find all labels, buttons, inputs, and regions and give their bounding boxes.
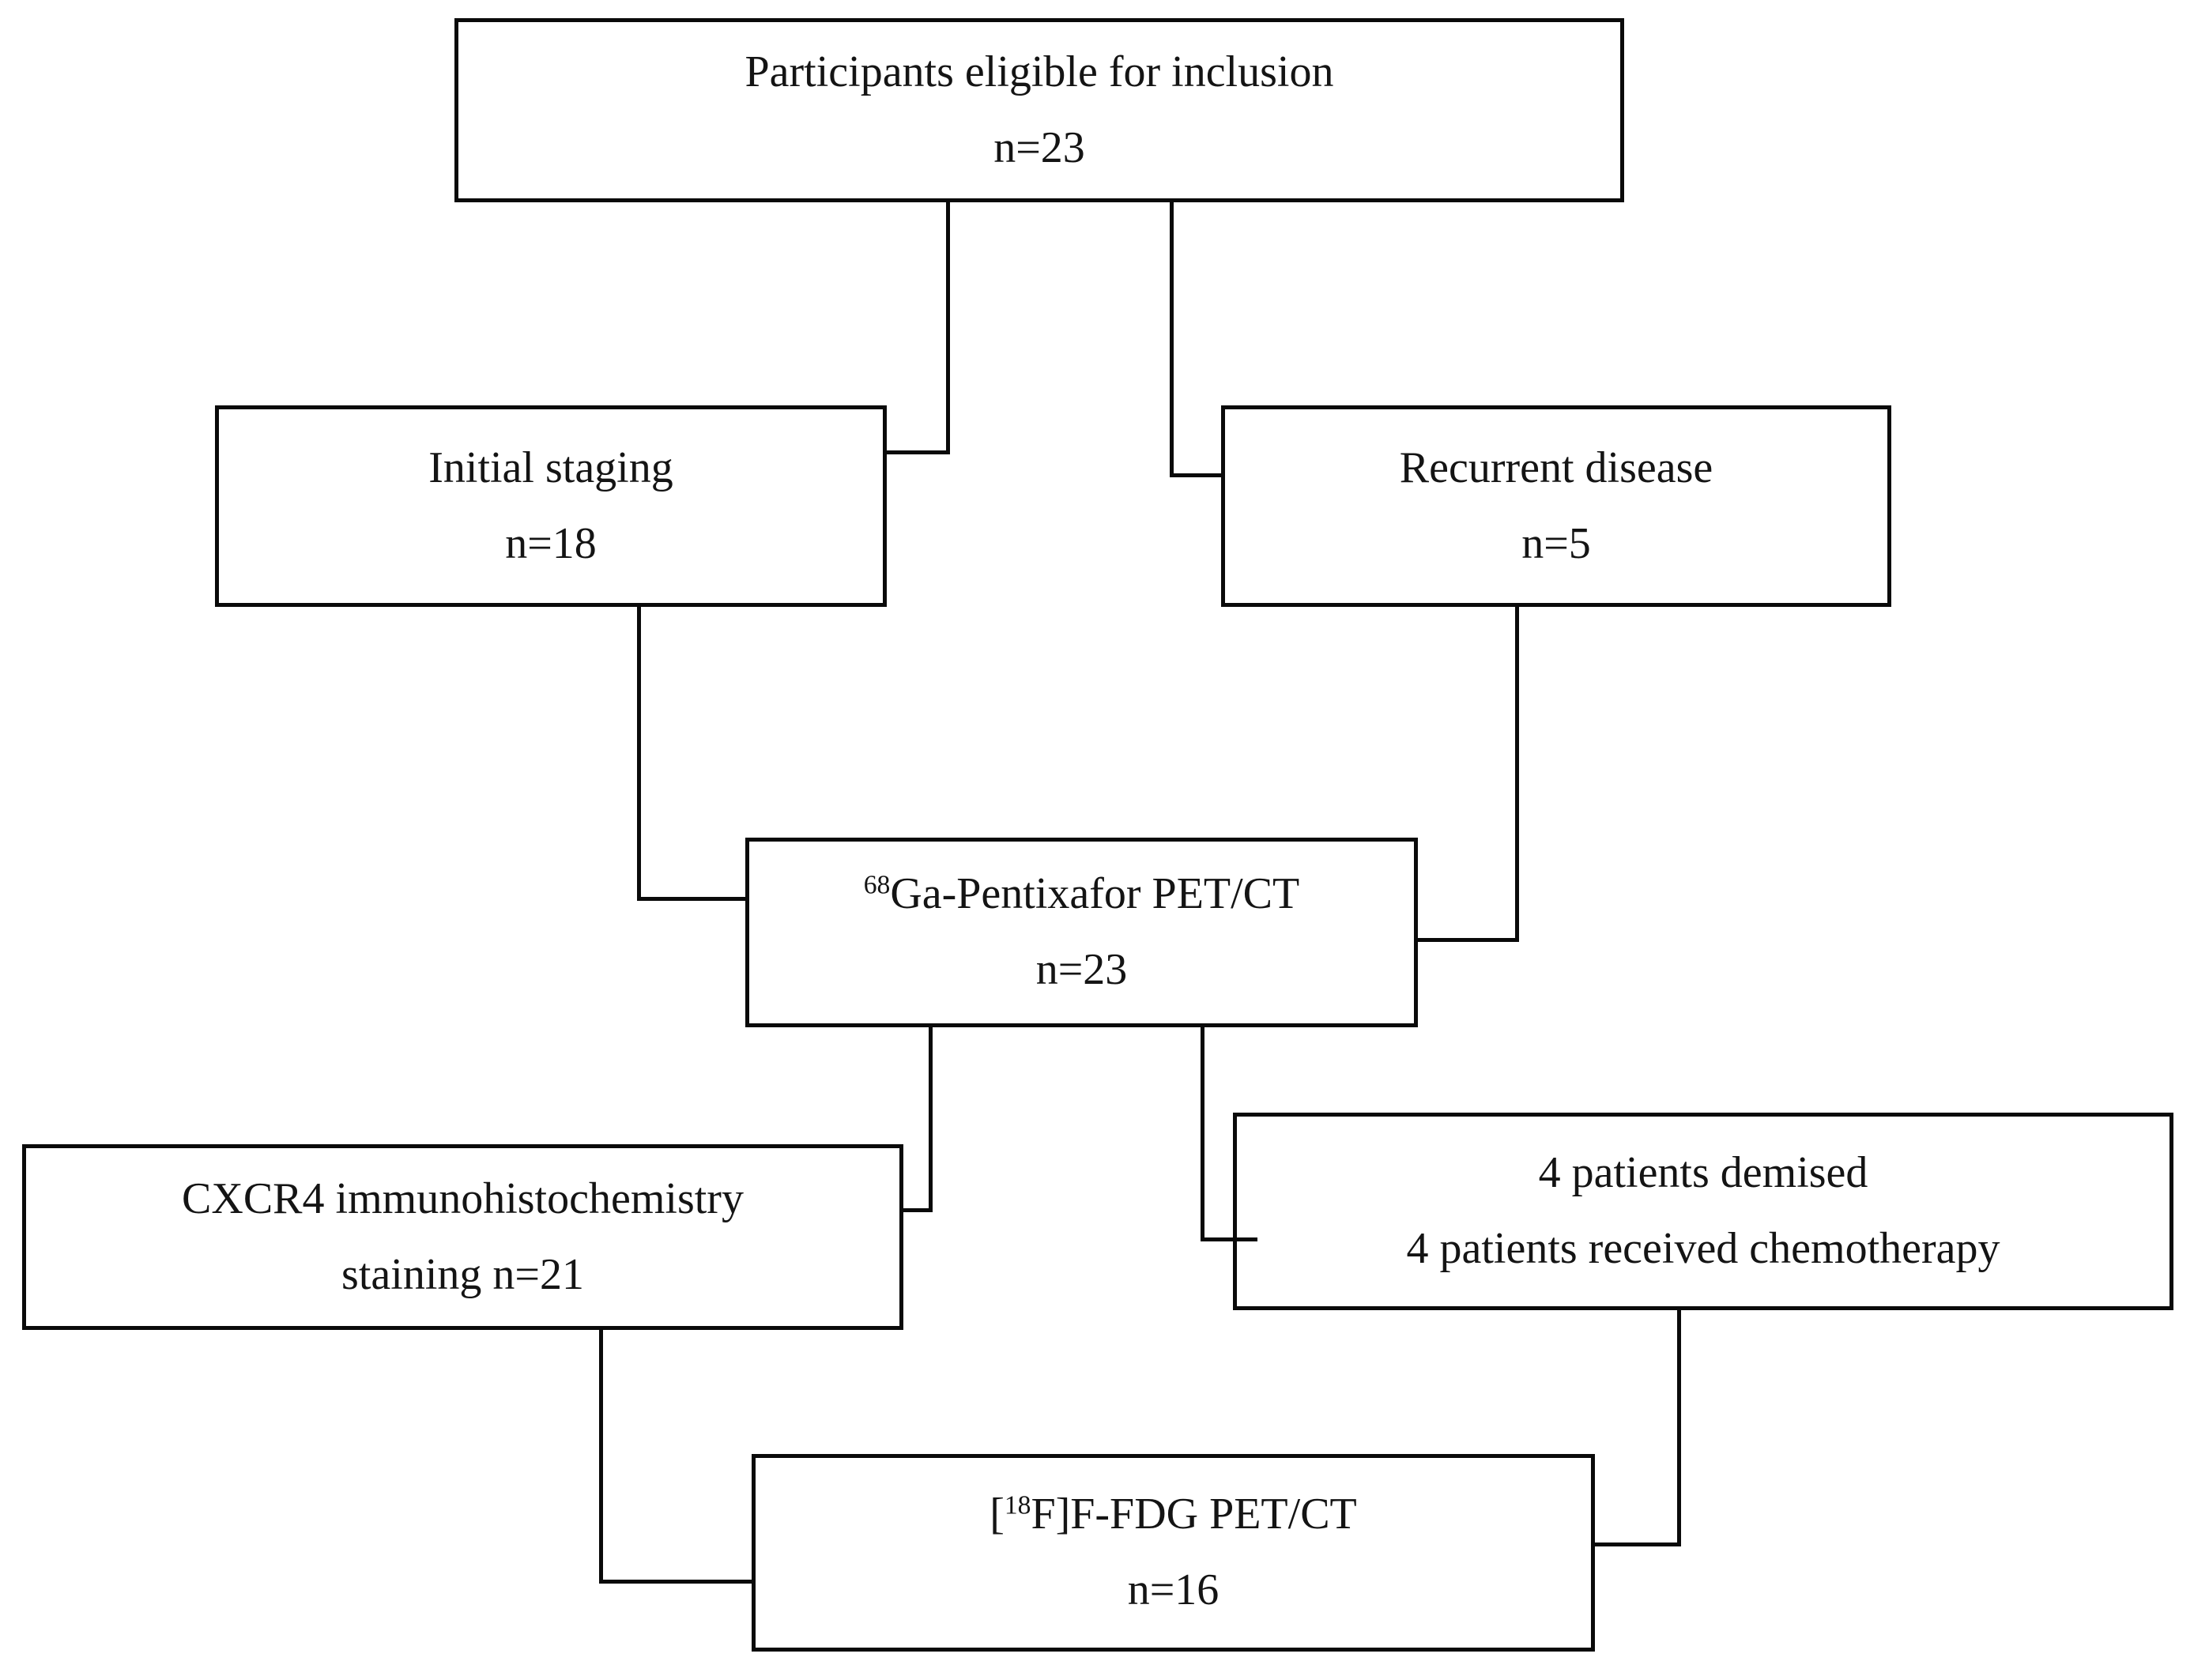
connector-pentixafor-to-attrition-horizontal xyxy=(1201,1237,1257,1241)
box-attrition-line1: 4 patients demised xyxy=(1538,1148,1868,1198)
box-count: n=16 xyxy=(1127,1565,1220,1614)
flow-box-cxcr4-ihc: CXCR4 immunohistochemistry staining n=21 xyxy=(22,1144,903,1330)
flow-box-pentixafor-petct: 68Ga-Pentixafor PET/CT n=23 xyxy=(745,838,1418,1027)
connector-eligible-to-initial-vertical xyxy=(946,202,950,454)
box-title: Recurrent disease xyxy=(1399,443,1713,492)
connector-pentixafor-to-attrition-vertical xyxy=(1201,1027,1204,1241)
box-title: [18F]F-FDG PET/CT xyxy=(990,1490,1357,1539)
connector-pentixafor-to-cxcr4-vertical xyxy=(929,1027,933,1212)
connector-attrition-to-fdg-horizontal xyxy=(1593,1543,1681,1546)
box-title: Participants eligible for inclusion xyxy=(745,47,1334,96)
flow-box-initial-staging: Initial staging n=18 xyxy=(215,405,887,607)
isotope-superscript: 68 xyxy=(863,870,891,900)
connector-eligible-to-recurrent-vertical xyxy=(1170,202,1174,477)
connector-initial-to-pentixafor-vertical xyxy=(637,607,641,901)
connector-attrition-to-fdg-vertical xyxy=(1677,1310,1681,1546)
flow-box-recurrent-disease: Recurrent disease n=5 xyxy=(1221,405,1891,607)
box-attrition-line2: 4 patients received chemotherapy xyxy=(1406,1224,2000,1273)
box-count: n=23 xyxy=(1035,945,1128,994)
flow-box-fdg-petct: [18F]F-FDG PET/CT n=16 xyxy=(752,1454,1595,1652)
flow-box-participants-eligible: Participants eligible for inclusion n=23 xyxy=(454,18,1624,202)
connector-initial-to-pentixafor-horizontal xyxy=(637,897,748,901)
box-count: n=5 xyxy=(1521,518,1591,568)
box-title: CXCR4 immunohistochemistry xyxy=(182,1173,744,1223)
connector-recurrent-to-pentixafor-vertical xyxy=(1515,607,1519,942)
box-count: staining n=21 xyxy=(341,1249,584,1299)
box-count: n=18 xyxy=(505,518,597,568)
connector-cxcr4-to-fdg-horizontal xyxy=(599,1580,754,1584)
connector-recurrent-to-pentixafor-horizontal xyxy=(1416,938,1519,942)
isotope-superscript: 18 xyxy=(1004,1490,1031,1520)
box-title: Initial staging xyxy=(428,443,673,492)
connector-pentixafor-to-cxcr4-horizontal xyxy=(901,1208,933,1212)
box-count: n=23 xyxy=(993,122,1085,172)
flow-box-attrition: 4 patients demised 4 patients received c… xyxy=(1233,1113,2173,1310)
connector-eligible-to-initial-horizontal xyxy=(885,450,950,454)
connector-eligible-to-recurrent-horizontal xyxy=(1170,473,1223,477)
connector-cxcr4-to-fdg-vertical xyxy=(599,1330,603,1584)
box-title: 68Ga-Pentixafor PET/CT xyxy=(863,869,1300,919)
